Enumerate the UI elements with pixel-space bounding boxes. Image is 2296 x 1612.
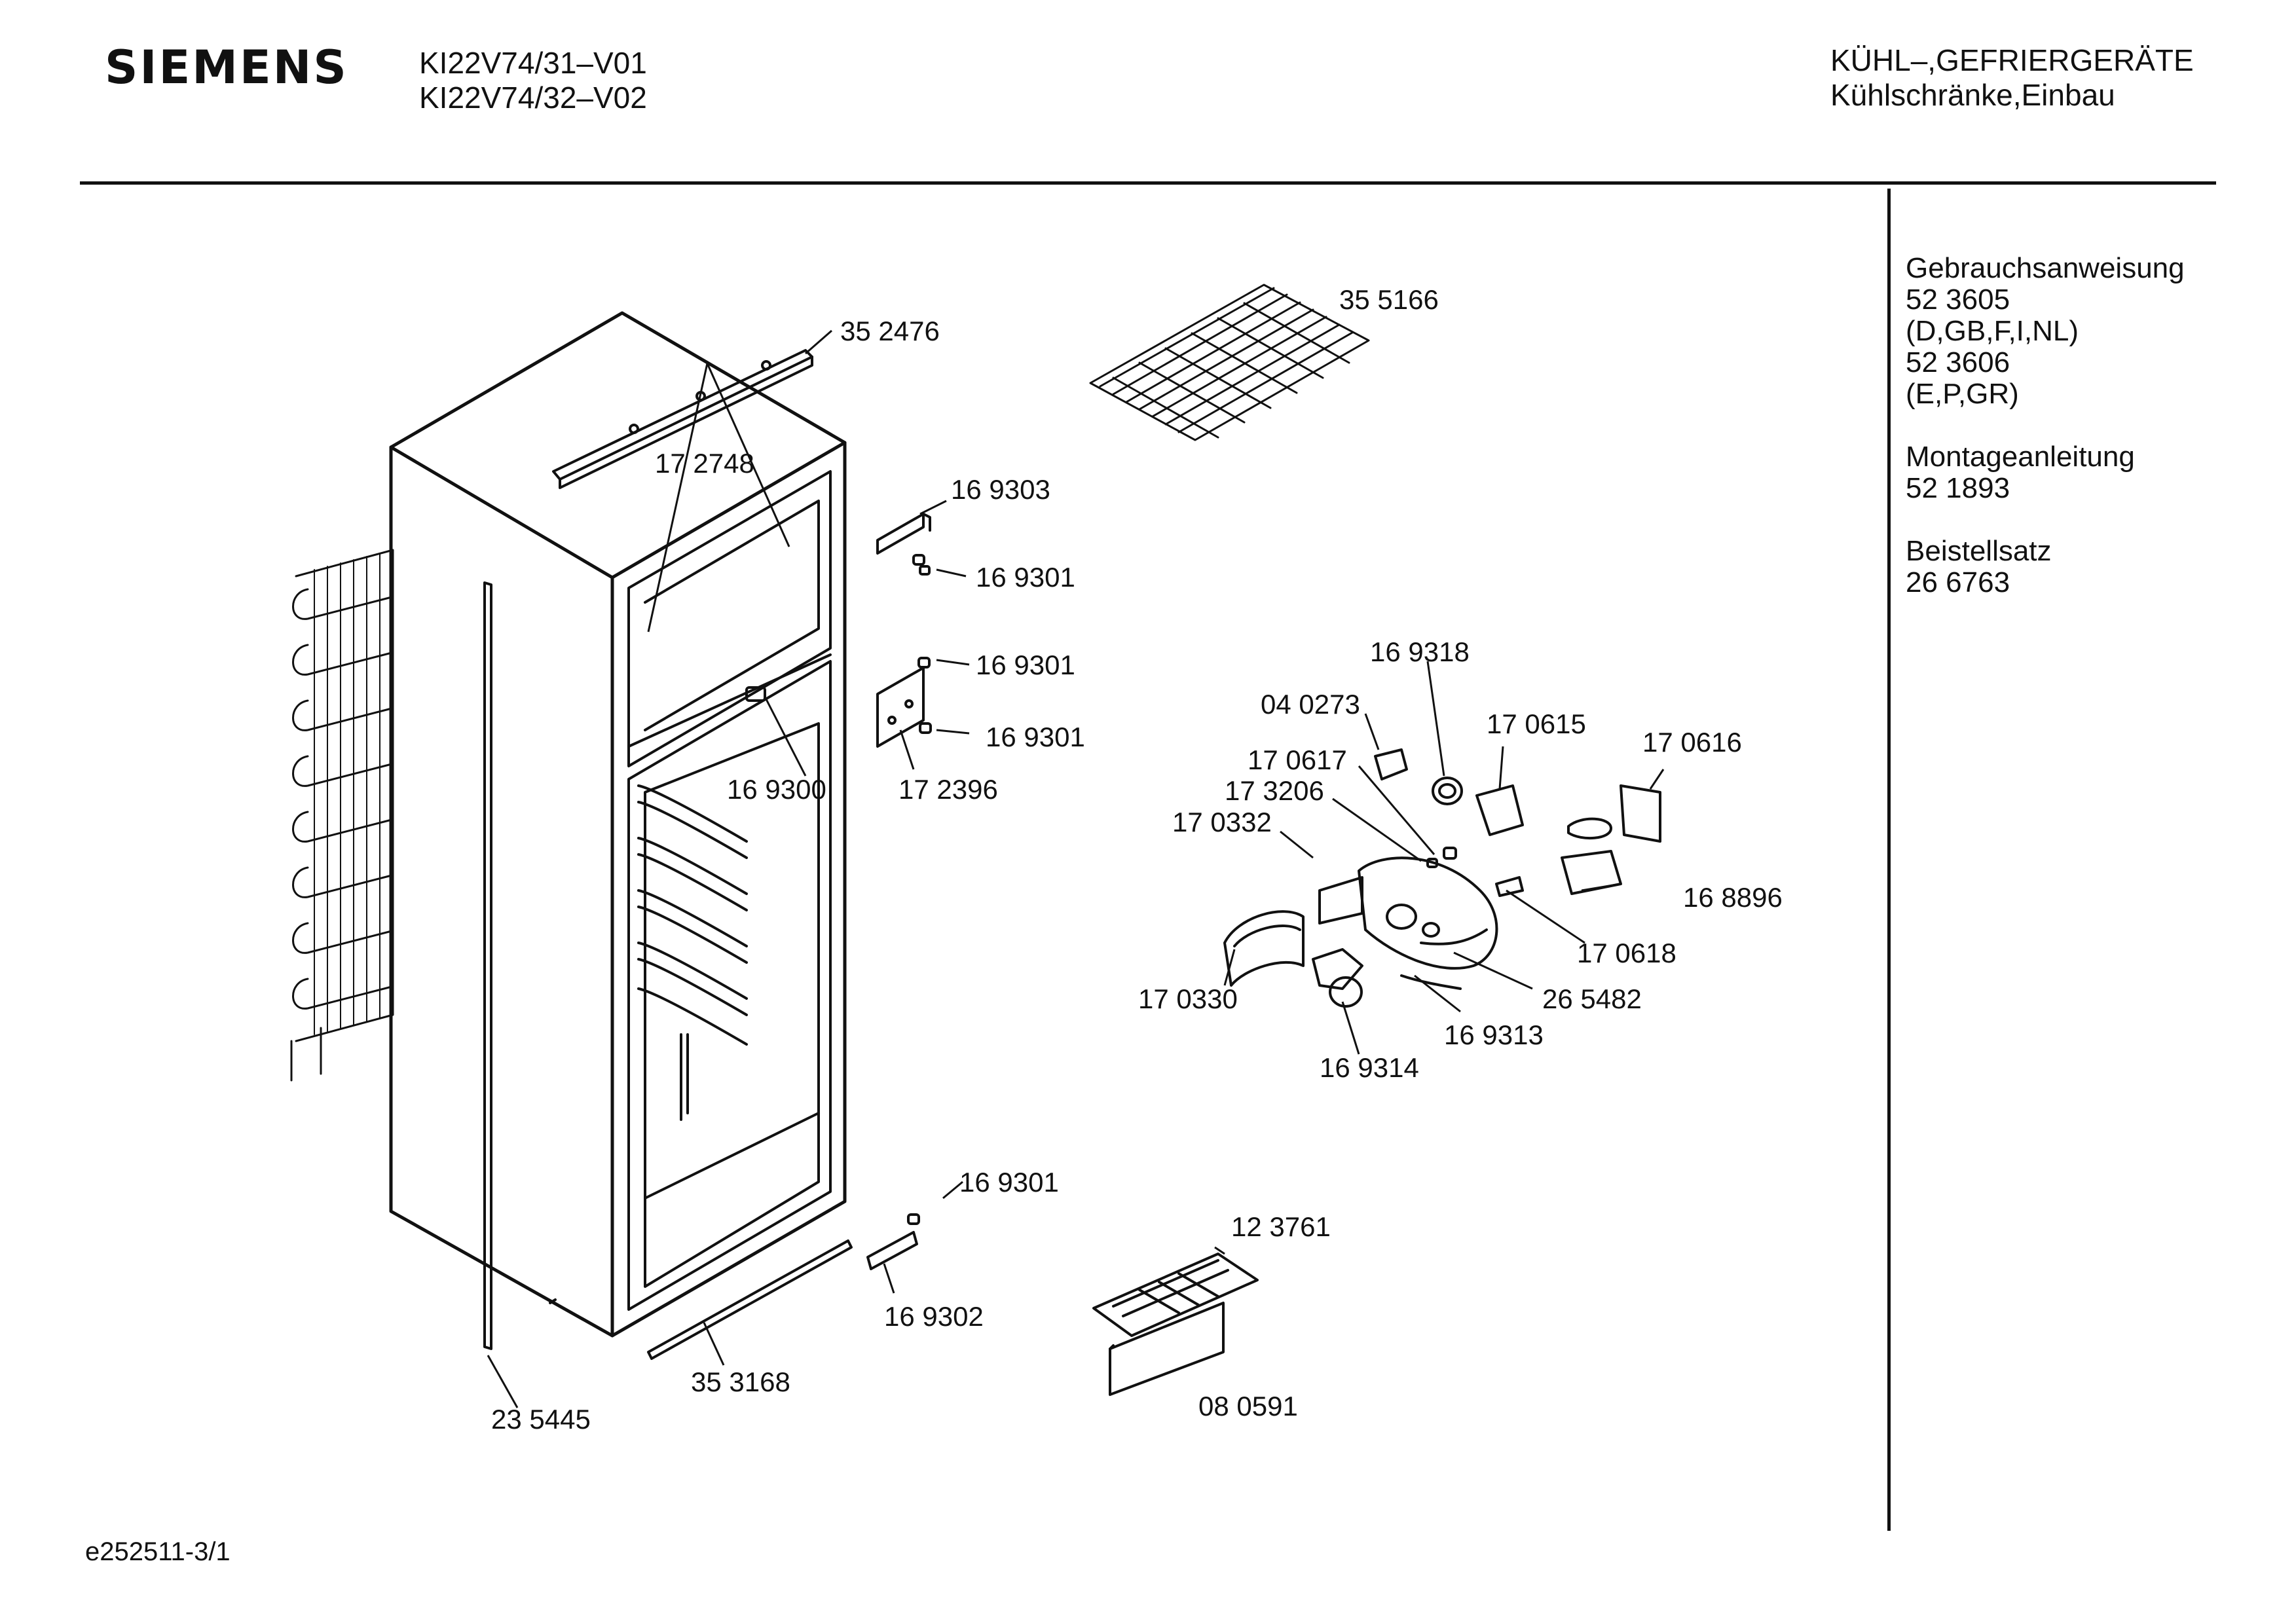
part-label: 17 3206 bbox=[1225, 775, 1324, 806]
wire-shelf bbox=[1089, 284, 1370, 441]
part-label: 16 9301 bbox=[959, 1167, 1059, 1198]
accessory-kit-block: Beistellsatz 26 6763 bbox=[1906, 536, 2185, 598]
part-label: 26 5482 bbox=[1542, 983, 1642, 1014]
part-label: 35 2476 bbox=[840, 316, 940, 346]
sidebar-line: 52 3605 bbox=[1906, 284, 2010, 316]
part-label: 16 9302 bbox=[884, 1301, 984, 1332]
part-label: 17 0618 bbox=[1577, 938, 1676, 968]
part-label: 16 9318 bbox=[1370, 636, 1470, 667]
sidebar-line: (E,P,GR) bbox=[1906, 378, 2019, 410]
model-number: KI22V74/32–V02 bbox=[419, 81, 647, 115]
part-label: 16 9303 bbox=[951, 474, 1050, 505]
part-label: 17 2396 bbox=[898, 774, 998, 805]
part-label: 16 9301 bbox=[976, 650, 1075, 680]
leader-lines bbox=[487, 329, 1665, 1408]
part-label: 17 2748 bbox=[655, 448, 754, 479]
part-label: 35 3168 bbox=[691, 1366, 790, 1397]
model-number: KI22V74/31–V01 bbox=[419, 46, 647, 80]
ice-cube-box bbox=[1109, 1302, 1225, 1396]
sidebar-line: 52 3606 bbox=[1906, 346, 2010, 378]
sidebar-line: Montageanleitung bbox=[1906, 441, 2135, 473]
part-label: 16 9301 bbox=[976, 562, 1075, 593]
sidebar-line: Gebrauchsanweisung bbox=[1906, 252, 2185, 284]
model-numbers: KI22V74/31–V01 KI22V74/32–V02 bbox=[419, 46, 647, 115]
part-label: 16 9313 bbox=[1444, 1019, 1544, 1050]
category-line: KÜHL–,GEFRIERGERÄTE bbox=[1830, 43, 2194, 77]
sidebar-divider bbox=[1887, 189, 1891, 1531]
hinge-pins bbox=[745, 554, 932, 1225]
part-label: 35 5166 bbox=[1339, 284, 1439, 315]
hinge-bracket-middle bbox=[876, 667, 925, 748]
sidebar-line: 26 6763 bbox=[1906, 566, 2010, 598]
condenser-coil bbox=[290, 549, 394, 1082]
bottom-cover-strip bbox=[647, 1239, 853, 1360]
drawing-reference: e252511-3/1 bbox=[85, 1537, 231, 1566]
part-label: 17 0615 bbox=[1487, 708, 1586, 739]
cabinet-body bbox=[389, 311, 847, 1350]
part-label: 08 0591 bbox=[1198, 1391, 1298, 1421]
hinge-bracket-lower bbox=[866, 1231, 918, 1270]
installation-block: Montageanleitung 52 1893 bbox=[1906, 441, 2185, 504]
category-line: Kühlschränke,Einbau bbox=[1830, 78, 2115, 112]
part-label: 17 0330 bbox=[1138, 983, 1238, 1014]
product-category: KÜHL–,GEFRIERGERÄTE Kühlschränke,Einbau bbox=[1830, 43, 2194, 113]
part-label: 16 9300 bbox=[727, 774, 826, 805]
documentation-sidebar: Gebrauchsanweisung 52 3605 (D,GB,F,I,NL)… bbox=[1906, 253, 2185, 630]
sidebar-line: 52 1893 bbox=[1906, 472, 2010, 504]
part-label: 04 0273 bbox=[1261, 689, 1360, 720]
siemens-logo: SIEMENS bbox=[105, 41, 348, 94]
part-label: 16 9301 bbox=[986, 722, 1085, 752]
part-label: 23 5445 bbox=[491, 1404, 591, 1435]
part-label: 12 3761 bbox=[1231, 1211, 1331, 1242]
part-label: 16 9314 bbox=[1320, 1052, 1419, 1083]
header-divider bbox=[80, 181, 2216, 185]
manual-block: Gebrauchsanweisung 52 3605 (D,GB,F,I,NL)… bbox=[1906, 253, 2185, 410]
sidebar-line: (D,GB,F,I,NL) bbox=[1906, 315, 2079, 347]
part-label: 17 0616 bbox=[1642, 727, 1742, 758]
ice-cube-tray bbox=[1092, 1253, 1259, 1337]
sidebar-line: Beistellsatz bbox=[1906, 535, 2052, 567]
part-label: 17 0332 bbox=[1172, 807, 1272, 837]
part-label: 17 0617 bbox=[1248, 744, 1347, 775]
part-label: 16 8896 bbox=[1683, 882, 1783, 913]
shelf-rails bbox=[637, 784, 748, 1121]
hinge-bracket-upper bbox=[876, 513, 931, 555]
